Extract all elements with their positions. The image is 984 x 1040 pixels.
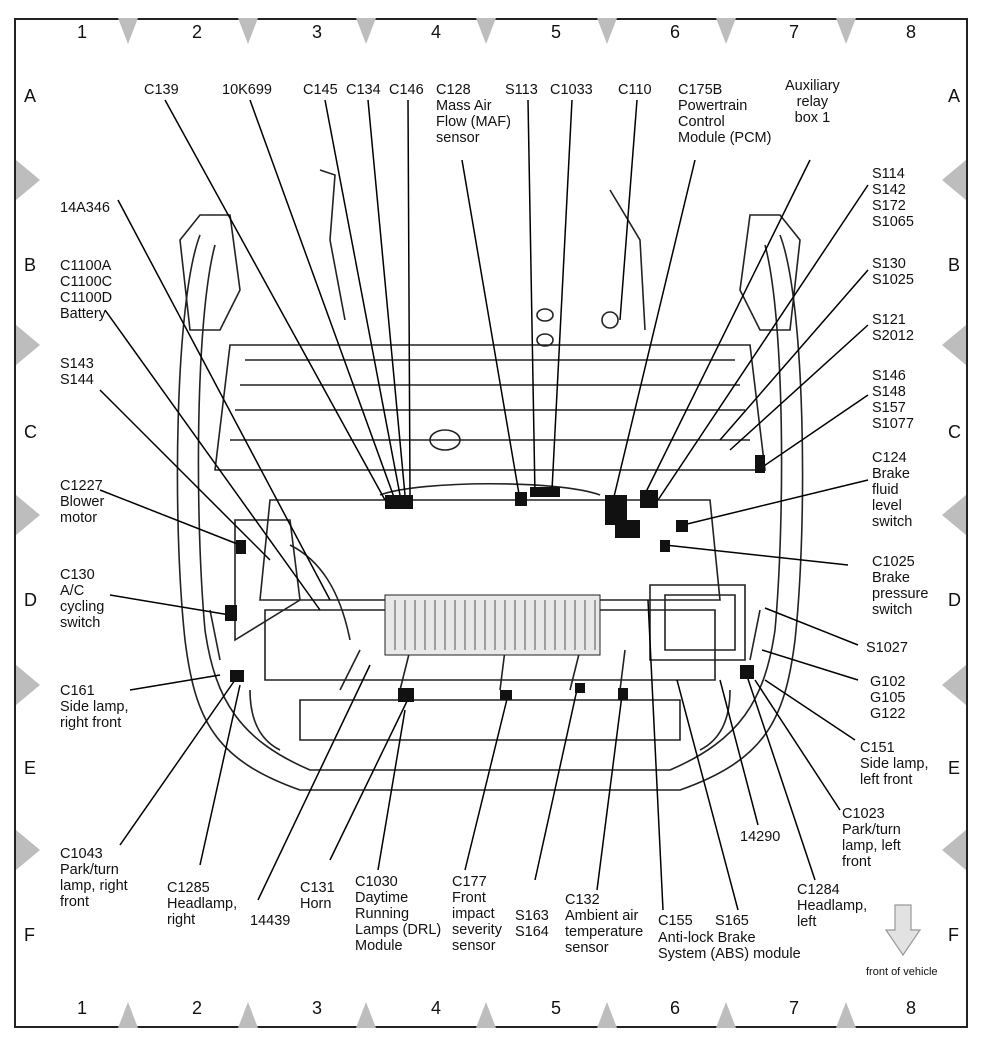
row-label: F [948, 925, 959, 945]
label-auxiliary-relay-box: Auxiliary relay box 1 [785, 78, 840, 126]
col-label: 7 [789, 998, 800, 1018]
front-arrow-icon [884, 904, 922, 957]
col-label: 3 [312, 998, 323, 1018]
label-c134: C134 [346, 82, 381, 98]
label-c175b: C175B Powertrain Control Module (PCM) [678, 82, 772, 146]
col-label: 8 [906, 22, 917, 42]
label-14439: 14439 [250, 913, 291, 929]
label-c1025: C1025 Brake pressure switch [872, 554, 929, 618]
radiator [384, 594, 601, 656]
col-label: 5 [551, 22, 562, 42]
col-label: 4 [431, 998, 442, 1018]
label-c139: C139 [144, 82, 179, 98]
label-s113: S113 [505, 82, 538, 98]
row-label: C [948, 422, 961, 442]
label-c1043: C1043 Park/turn lamp, right front [60, 846, 128, 910]
row-label: C [24, 422, 37, 442]
label-c1033: C1033 [550, 82, 593, 98]
col-label: 4 [431, 22, 442, 42]
col-label: 8 [906, 998, 917, 1018]
label-g102-g105-g122: G102 G105 G122 [870, 674, 906, 722]
label-c1030: C1030 Daytime Running Lamps (DRL) Module [355, 874, 442, 954]
col-label: 6 [670, 998, 681, 1018]
row-label: E [948, 758, 961, 778]
label-c128: C128 Mass Air Flow (MAF) sensor [436, 82, 511, 146]
label-c110: C110 [618, 82, 652, 98]
col-label: 2 [192, 998, 203, 1018]
col-label: 1 [77, 998, 88, 1018]
label-s143-s144: S143 S144 [60, 356, 94, 388]
label-c1100-battery: C1100A C1100C C1100D Battery [60, 258, 113, 322]
connectors [225, 455, 765, 702]
label-c146: C146 [389, 82, 424, 98]
leader-lines [99, 99, 869, 911]
vehicle-outline [176, 169, 804, 791]
front-of-vehicle-caption: front of vehicle [866, 966, 938, 978]
label-s165: S165 [715, 913, 749, 929]
label-s146-s148-s157-s1077: S146 S148 S157 S1077 [872, 368, 914, 432]
col-label: 5 [551, 998, 562, 1018]
label-c130: C130 A/C cycling switch [60, 567, 105, 631]
label-c1285: C1285 Headlamp, right [167, 880, 238, 928]
label-s1027: S1027 [866, 640, 908, 656]
grid-ticks [16, 18, 966, 1028]
row-label: F [24, 925, 35, 945]
col-label: 3 [312, 22, 323, 42]
label-c132: C132 Ambient air temperature sensor [565, 892, 644, 956]
label-c1227: C1227 Blower motor [60, 478, 105, 526]
label-c145: C145 [303, 82, 338, 98]
row-label: A [24, 86, 37, 106]
row-label: B [24, 255, 37, 275]
label-abs-module: Anti-lock Brake System (ABS) module [658, 930, 801, 962]
label-c151: C151 Side lamp, left front [860, 740, 929, 788]
label-c177: C177 Front impact severity sensor [452, 874, 502, 954]
label-s130-s1025: S130 S1025 [872, 256, 914, 288]
col-label: 7 [789, 22, 800, 42]
label-10k699: 10K699 [222, 82, 272, 98]
label-c1284: C1284 Headlamp, left [797, 882, 868, 930]
label-14a346: 14A346 [60, 200, 110, 216]
label-c124: C124 Brake fluid level switch [872, 450, 913, 530]
label-c161: C161 Side lamp, right front [60, 683, 129, 731]
label-14290: 14290 [740, 829, 781, 845]
label-c155: C155 [658, 913, 693, 929]
row-label: A [948, 86, 961, 106]
col-label: 6 [670, 22, 681, 42]
row-label: B [948, 255, 961, 275]
col-label: 2 [192, 22, 203, 42]
row-label: D [24, 590, 37, 610]
label-s163-s164: S163 S164 [515, 908, 549, 940]
row-label: E [24, 758, 37, 778]
label-c1023: C1023 Park/turn lamp, left front [842, 806, 901, 870]
label-s121-s2012: S121 S2012 [872, 312, 914, 344]
label-c131: C131 Horn [300, 880, 335, 912]
row-label: D [948, 590, 961, 610]
label-s114-s142-s172-s1065: S114 S142 S172 S1065 [872, 166, 914, 230]
col-label: 1 [77, 22, 88, 42]
